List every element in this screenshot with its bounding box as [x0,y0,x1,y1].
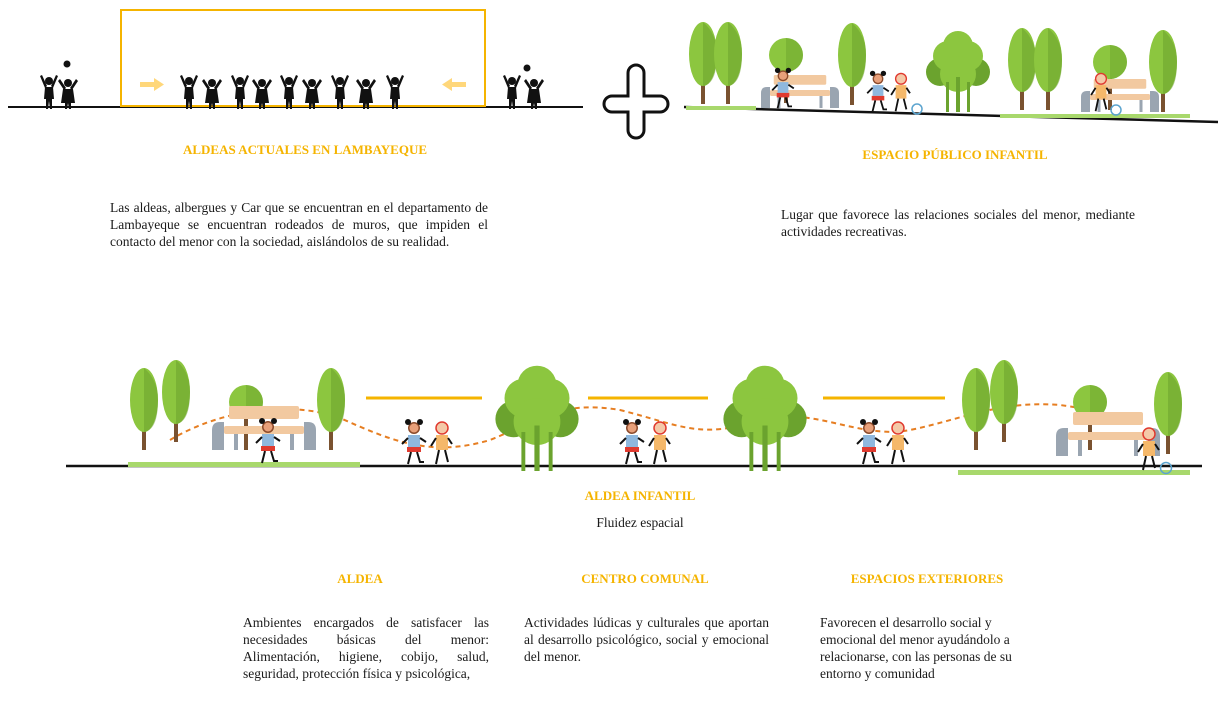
walled-aldea-scene [8,9,583,109]
inside-children [180,75,404,109]
aldeas-actuales-description: Las aldeas, albergues y Car que se encue… [110,200,488,249]
outside-children-left [40,60,78,109]
column-aldea-title: ALDEA [337,571,383,586]
fluidity-path [169,403,1101,449]
ball-icon [1159,461,1173,475]
arrow-right-icon [140,78,164,91]
public-space-scene [683,22,1219,124]
column-espacios-exteriores-description: Favorecen el desarrollo social y emocion… [820,615,1012,681]
column-centro-comunal-description: Actividades lúdicas y culturales que apo… [524,615,769,664]
aldea-infantil-scene [66,360,1202,475]
aldea-infantil-title: ALDEA INFANTIL [584,488,696,503]
wall-outline [120,9,486,107]
outside-children-right [503,64,544,109]
column-centro-comunal-title: CENTRO COMUNAL [581,571,709,586]
column-aldea-description: Ambientes encargados de satisfacer las n… [243,615,489,681]
arrow-left-icon [442,78,466,91]
aldeas-actuales-title: ALDEAS ACTUALES EN LAMBAYEQUE [182,142,428,157]
plus-outline-icon [602,63,670,140]
espacio-publico-title: ESPACIO PÚBLICO INFANTIL [862,147,1048,162]
aldea-infantil-subtitle: Fluidez espacial [596,515,684,530]
espacio-publico-description: Lugar que favorece las relaciones social… [781,207,1135,239]
column-espacios-exteriores-title: ESPACIOS EXTERIORES [850,571,1004,586]
